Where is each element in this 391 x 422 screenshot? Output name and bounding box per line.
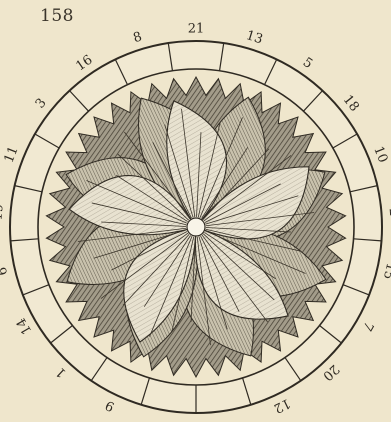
- ring-label: 5: [300, 55, 315, 72]
- ring-label: 11: [2, 144, 22, 165]
- ring-label: 19: [0, 203, 7, 221]
- ring-label: 2: [386, 208, 391, 217]
- ring-label: 1: [53, 364, 69, 381]
- ring-label: 8: [131, 29, 143, 46]
- page-number: 158: [40, 6, 74, 26]
- stem-center: [187, 218, 205, 236]
- ring-label: 6: [0, 265, 11, 276]
- ring-label: 14: [14, 315, 35, 337]
- ring-label: 17: [157, 414, 176, 418]
- ring-label: 18: [340, 92, 362, 114]
- ring-label: 13: [244, 28, 264, 47]
- ring-label: 3: [33, 96, 50, 112]
- ring-label: 12: [271, 395, 292, 416]
- ring-label: 21: [188, 22, 205, 37]
- ring-label: 10: [370, 144, 390, 165]
- ring-label: 15: [380, 261, 391, 280]
- ring-label: 9: [103, 397, 117, 414]
- ring-label: 16: [73, 53, 95, 75]
- ring-label: 7: [359, 319, 376, 334]
